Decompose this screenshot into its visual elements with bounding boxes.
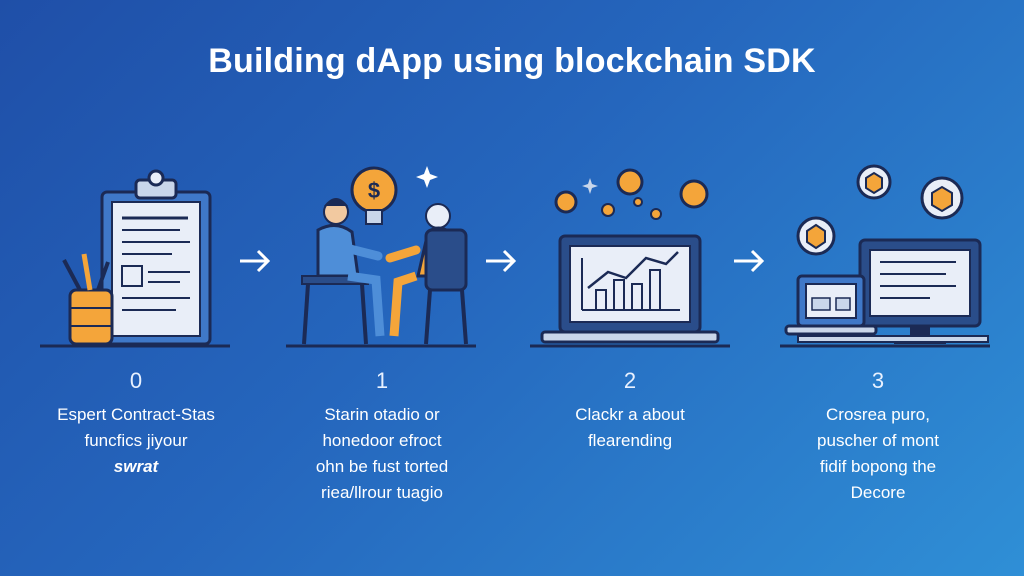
step-number: 0 [129,368,143,393]
step-description-line: swrat [113,457,159,476]
steps-illustrations: $ [0,150,1024,360]
step-number: 2 [623,368,637,393]
step-description-line: ohn be fust torted [315,457,449,476]
step-description-line: fidif bopong the [819,457,937,476]
clipboard-icon [40,169,230,348]
step-description-line: Clackr a about [575,405,685,424]
step-description: Starin otadio or honedoor efroct ohn be … [272,402,492,506]
step-description-line: Decore [850,483,906,502]
step-description-line: puscher of mont [817,431,939,450]
step-description: Espert Contract-Stas funcfics jiyour swr… [26,402,246,480]
svg-text:$: $ [368,178,380,203]
arrow-right-icon [240,249,271,273]
step-description: Clackr a about flearending [520,402,740,454]
devices-icon [780,164,990,348]
step-number: 3 [871,368,885,393]
step-description-line: honedoor efroct [322,431,442,450]
arrow-right-icon [486,249,517,273]
laptop-chart-icon [530,168,730,348]
step-number: 1 [375,368,389,393]
step-description-line: riea/llrour tuagio [321,483,443,502]
meeting-icon: $ [286,166,476,348]
step-description-line: funcfics jiyour [84,431,188,450]
step-description-line: Starin otadio or [324,405,440,424]
step-description: Crosrea puro, puscher of mont fidif bopo… [768,402,988,506]
step-description-line: Espert Contract-Stas [57,405,215,424]
step-description-line: flearending [587,431,673,450]
arrow-right-icon [734,249,765,273]
page-title: Building dApp using blockchain SDK [208,42,816,80]
step-description-line: Crosrea puro, [826,405,930,424]
